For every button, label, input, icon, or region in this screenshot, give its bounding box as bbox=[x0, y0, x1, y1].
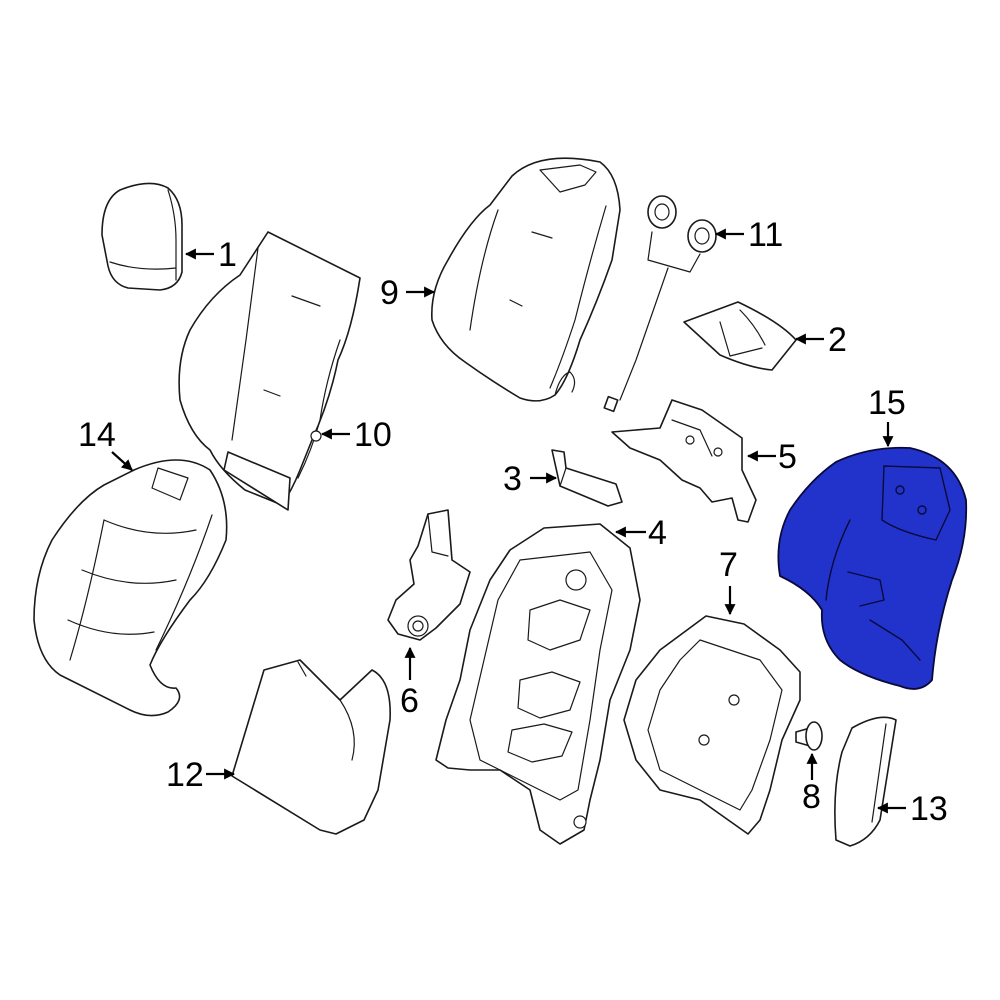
part-7-frame-panel[interactable] bbox=[623, 615, 801, 835]
callout-label-13[interactable]: 13 bbox=[910, 790, 948, 828]
callout-label-7[interactable]: 7 bbox=[719, 546, 738, 584]
callout-label-1[interactable]: 1 bbox=[218, 236, 237, 274]
part-13-side-trim[interactable] bbox=[834, 716, 897, 847]
callout-label-5[interactable]: 5 bbox=[778, 438, 797, 476]
callout-label-14[interactable]: 14 bbox=[78, 416, 116, 454]
part-6-recliner-actuator[interactable] bbox=[387, 509, 471, 641]
callout-label-6[interactable]: 6 bbox=[400, 682, 419, 720]
callout-label-15[interactable]: 15 bbox=[868, 384, 906, 422]
callout-labels: 1 2 3 4 5 6 7 8 9 10 11 12 13 14 15 bbox=[78, 216, 948, 828]
part-3-small-bracket[interactable] bbox=[551, 449, 623, 507]
part-14-seat-back-cushion[interactable] bbox=[33, 459, 228, 717]
callout-label-12[interactable]: 12 bbox=[166, 756, 204, 794]
part-11-wire-harness[interactable] bbox=[603, 195, 717, 413]
part-12-back-panel[interactable] bbox=[231, 659, 391, 835]
callout-label-11[interactable]: 11 bbox=[748, 216, 783, 254]
part-2-trim-pad[interactable] bbox=[683, 301, 797, 371]
part-9-seat-back-cover[interactable] bbox=[431, 157, 621, 402]
callout-label-9[interactable]: 9 bbox=[380, 274, 399, 312]
part-15-seat-back-shell-highlighted[interactable] bbox=[777, 446, 968, 690]
part-5-mounting-bracket[interactable] bbox=[611, 399, 757, 523]
part-10-seat-back-pad[interactable] bbox=[178, 231, 361, 511]
callout-label-10[interactable]: 10 bbox=[354, 416, 392, 454]
callout-label-2[interactable]: 2 bbox=[828, 321, 847, 359]
part-8-fastener[interactable] bbox=[795, 721, 823, 751]
callout-label-8[interactable]: 8 bbox=[802, 778, 821, 816]
callout-label-3[interactable]: 3 bbox=[503, 460, 522, 498]
callout-lines bbox=[111, 228, 906, 814]
callout-label-4[interactable]: 4 bbox=[648, 514, 667, 552]
part-4-seat-back-frame[interactable] bbox=[435, 523, 641, 845]
part-1-headrest-cover[interactable] bbox=[101, 182, 183, 291]
